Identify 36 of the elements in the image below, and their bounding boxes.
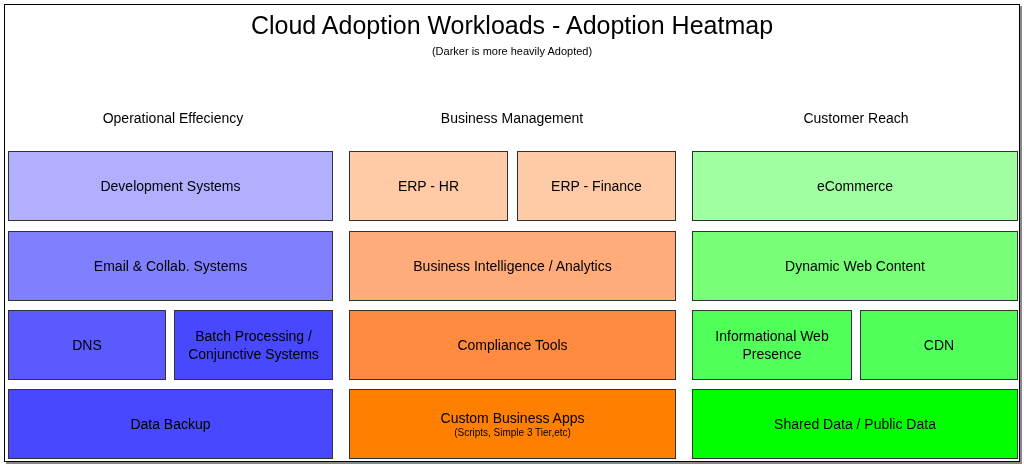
workload-name: Dynamic Web Content bbox=[785, 257, 925, 275]
workload-box bbox=[349, 389, 676, 459]
workload-name: CDN bbox=[923, 336, 955, 354]
column-heading: Operational Effeciency bbox=[102, 109, 244, 128]
workload-name: Business Intelligence / Analytics bbox=[413, 257, 612, 275]
column-heading: Business Management bbox=[440, 109, 584, 128]
workload-name: ERP - Finance bbox=[551, 177, 642, 195]
diagram-title: Cloud Adoption Workloads - Adoption Heatmap bbox=[250, 10, 774, 41]
workload-box bbox=[692, 389, 1018, 459]
workload-box bbox=[692, 310, 852, 380]
workload-name: Development Systems bbox=[100, 177, 241, 195]
workload-box bbox=[8, 389, 333, 459]
workload-box bbox=[8, 151, 333, 221]
subtitle-note: (Darker is more heavily Adopted) bbox=[431, 44, 593, 59]
workload-box bbox=[174, 310, 333, 380]
workload-name: Informational Web Presence bbox=[714, 327, 830, 363]
workload-box bbox=[692, 231, 1018, 301]
workload-box bbox=[517, 151, 676, 221]
workload-box bbox=[349, 310, 676, 380]
workload-name: Batch Processing / Conjunctive Systems bbox=[187, 327, 320, 363]
workload-box bbox=[692, 151, 1018, 221]
workload-box bbox=[8, 310, 166, 380]
workload-note: (Scripts, Simple 3 Tier,etc) bbox=[454, 427, 571, 439]
workload-name: Custom Business Apps bbox=[440, 409, 585, 427]
workload-box bbox=[8, 231, 333, 301]
column-heading: Customer Reach bbox=[803, 109, 909, 128]
workload-box bbox=[349, 151, 508, 221]
workload-name: Shared Data / Public Data bbox=[774, 415, 936, 433]
workload-box bbox=[860, 310, 1018, 380]
workload-name: Data Backup bbox=[130, 415, 211, 433]
workload-name: ERP - HR bbox=[397, 177, 460, 195]
workload-name: Email & Collab. Systems bbox=[93, 257, 248, 275]
workload-name: Compliance Tools bbox=[457, 336, 568, 354]
workload-box bbox=[349, 231, 676, 301]
workload-name: DNS bbox=[72, 336, 102, 354]
workload-name: eCommerce bbox=[816, 177, 894, 195]
